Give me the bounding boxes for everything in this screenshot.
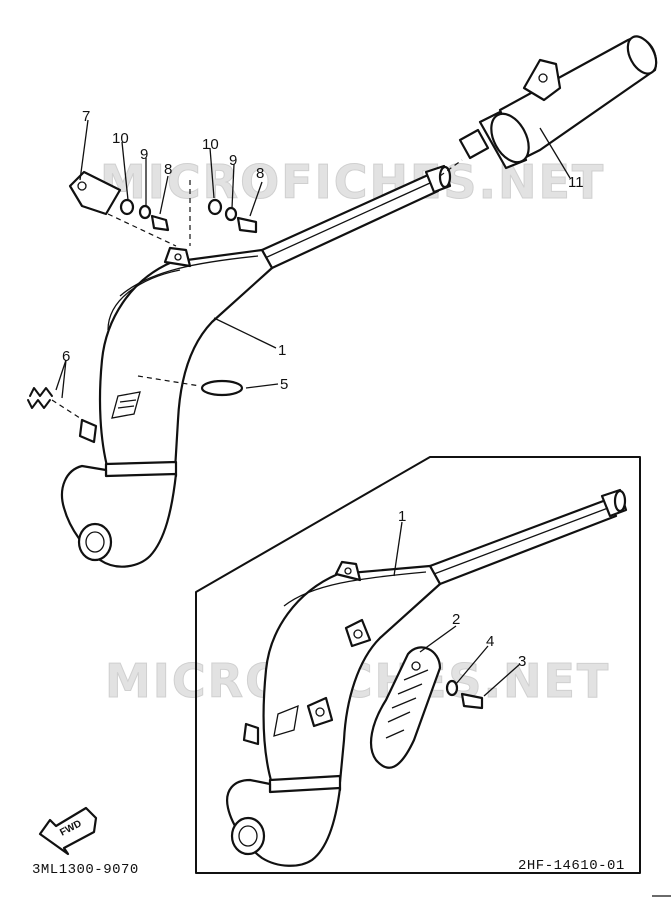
diagram-code-left: 3ML1300-9070 [32,862,139,878]
callout-3: 3 [518,653,526,670]
fwd-arrow-icon: FWD [38,806,98,856]
watermark-top: MICROFICHES.NET [100,155,605,209]
inset-box [195,456,641,874]
callout-8-left: 8 [164,161,172,178]
muffler-11 [458,35,658,170]
diagram-code-right: 2HF-14610-01 [518,858,625,874]
callout-4: 4 [486,633,494,650]
callout-2: 2 [452,611,460,628]
callout-10-right: 10 [202,136,219,153]
callout-10-left: 10 [112,130,129,147]
callout-11: 11 [568,174,584,191]
callout-8-right: 8 [256,165,264,182]
exhaust-pipe-inset [226,488,628,867]
callout-7: 7 [82,108,90,125]
mount-hardware [27,170,258,409]
callout-6: 6 [62,348,70,365]
callout-1-top: 1 [278,342,286,359]
callout-9-right: 9 [229,152,237,169]
exhaust-pipe-top [60,164,452,568]
callout-5: 5 [280,376,288,393]
callout-1-inset: 1 [398,508,406,525]
heat-guard-2 [369,646,484,769]
callout-9-left: 9 [140,146,148,163]
